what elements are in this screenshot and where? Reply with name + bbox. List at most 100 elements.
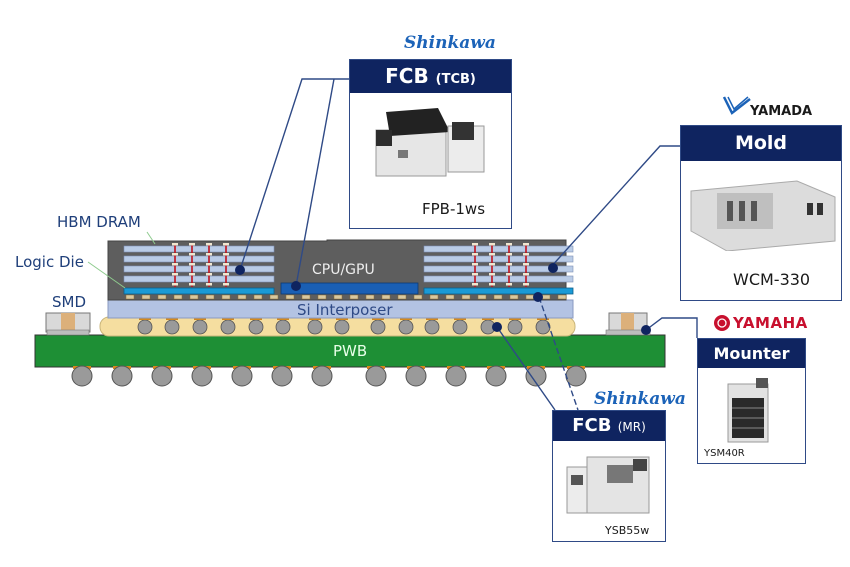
shinkawa-logo-bottom: Shinkawa bbox=[594, 389, 686, 409]
yamada-swoosh-icon bbox=[722, 96, 751, 115]
tsv-bump bbox=[206, 273, 212, 276]
dot-cpu bbox=[291, 281, 301, 291]
pwb-solder-ball bbox=[445, 365, 467, 387]
tsv-bump bbox=[489, 263, 495, 266]
c4-bump bbox=[452, 319, 468, 335]
pwb-solder-ball bbox=[405, 365, 427, 387]
c4-pad bbox=[309, 318, 321, 320]
dot-micro-bump bbox=[533, 292, 543, 302]
pwb-solder-balls bbox=[71, 365, 587, 387]
yamaha-brand-text: YAMAHA bbox=[733, 314, 808, 332]
micro-bump bbox=[397, 294, 407, 300]
dram-die bbox=[123, 265, 275, 273]
hbm-stack-right bbox=[423, 243, 574, 287]
leader-c4-to-fcb-mr bbox=[496, 326, 556, 411]
tsv-bump bbox=[189, 283, 195, 286]
fcb-mr-machine-image bbox=[566, 456, 650, 514]
leader-dots bbox=[235, 263, 651, 335]
c4-bump bbox=[248, 319, 264, 335]
c4-bump bbox=[424, 319, 440, 335]
tsv-bump bbox=[523, 263, 529, 266]
tsv-bump bbox=[189, 243, 195, 246]
label-logic-die: Logic Die bbox=[15, 253, 84, 271]
mold-machine-image bbox=[690, 180, 836, 251]
card-mounter-model: YSM40R bbox=[704, 448, 745, 459]
c4-bump bbox=[137, 319, 153, 335]
tsv-bump bbox=[523, 243, 529, 246]
card-mold-title: Mold bbox=[734, 132, 788, 154]
micro-bump bbox=[189, 294, 199, 300]
pwb-solder-ball bbox=[151, 365, 173, 387]
c4-pad bbox=[250, 318, 262, 320]
pwb-solder-ball bbox=[231, 365, 253, 387]
pwb-solder-ball bbox=[71, 365, 93, 387]
card-mounter-header: Mounter bbox=[698, 339, 805, 368]
smd-left bbox=[45, 312, 91, 336]
micro-bump bbox=[301, 294, 311, 300]
card-fcb-mr: FCB (MR) YSB55w bbox=[552, 410, 666, 542]
card-fcb-mr-header: FCB (MR) bbox=[553, 411, 665, 441]
label-cpu-gpu: CPU/GPU bbox=[312, 262, 375, 278]
c4-bump bbox=[507, 319, 523, 335]
dram-die bbox=[123, 275, 275, 283]
card-fcb-mr-subtitle: (MR) bbox=[617, 420, 646, 434]
card-fcb-tcb-model: FPB-1ws bbox=[422, 200, 486, 218]
micro-bump bbox=[333, 294, 343, 300]
tsv-bump bbox=[523, 253, 529, 256]
tsv-bump bbox=[223, 273, 229, 276]
shinkawa-logo-top: Shinkawa bbox=[404, 33, 496, 53]
tsv-bump bbox=[172, 263, 178, 266]
leader-lines bbox=[87, 78, 698, 411]
leader-hbm-dram-label bbox=[146, 231, 156, 245]
tsv-bump bbox=[172, 243, 178, 246]
card-mold-header: Mold bbox=[681, 126, 841, 161]
tsv-bump bbox=[506, 243, 512, 246]
micro-bump bbox=[445, 294, 455, 300]
c4-pad bbox=[277, 318, 289, 320]
micro-bump bbox=[349, 294, 359, 300]
micro-bump bbox=[253, 294, 263, 300]
tsv-bump bbox=[189, 263, 195, 266]
micro-bump bbox=[173, 294, 183, 300]
label-hbm-dram: HBM DRAM bbox=[57, 213, 141, 231]
leader-micro-to-fcb-mr bbox=[538, 296, 579, 411]
tsv-bump bbox=[523, 273, 529, 276]
c4-pad bbox=[372, 318, 384, 320]
c4-bump bbox=[220, 319, 236, 335]
tsv-bump bbox=[506, 273, 512, 276]
dram-die bbox=[123, 245, 275, 253]
tsv-bump bbox=[472, 243, 478, 246]
dot-smd bbox=[641, 325, 651, 335]
tsv-bump bbox=[189, 273, 195, 276]
micro-bump bbox=[157, 294, 167, 300]
yamada-brand-text: YAMADA bbox=[750, 104, 813, 119]
c4-pad bbox=[139, 318, 151, 320]
label-pwb: PWB bbox=[333, 342, 368, 360]
card-fcb-tcb-title: FCB bbox=[385, 64, 429, 88]
c4-pad bbox=[509, 318, 521, 320]
pwb-solder-ball bbox=[525, 365, 547, 387]
c4-pad bbox=[482, 318, 494, 320]
c4-pad bbox=[426, 318, 438, 320]
c4-bump bbox=[370, 319, 386, 335]
tsv-bump bbox=[506, 253, 512, 256]
leader-logic-die-label bbox=[87, 261, 126, 289]
dram-die bbox=[423, 275, 574, 283]
tsv-bump bbox=[489, 253, 495, 256]
micro-bump bbox=[125, 294, 135, 300]
hbm-stack-left bbox=[123, 243, 275, 287]
pwb-solder-ball bbox=[365, 365, 387, 387]
tsv-bump bbox=[506, 263, 512, 266]
yamaha-logo: YAMAHA bbox=[713, 313, 823, 333]
c4-bump bbox=[192, 319, 208, 335]
tsv-bump bbox=[472, 283, 478, 286]
label-si-interposer: Si Interposer bbox=[297, 301, 393, 319]
cpu-gpu-die bbox=[280, 282, 419, 295]
micro-bump bbox=[413, 294, 423, 300]
pwb-solder-ball bbox=[311, 365, 333, 387]
micro-bump bbox=[141, 294, 151, 300]
tsv-bump bbox=[223, 283, 229, 286]
tsv-bump bbox=[172, 273, 178, 276]
logic-die-right bbox=[423, 287, 574, 295]
c4-bump bbox=[164, 319, 180, 335]
